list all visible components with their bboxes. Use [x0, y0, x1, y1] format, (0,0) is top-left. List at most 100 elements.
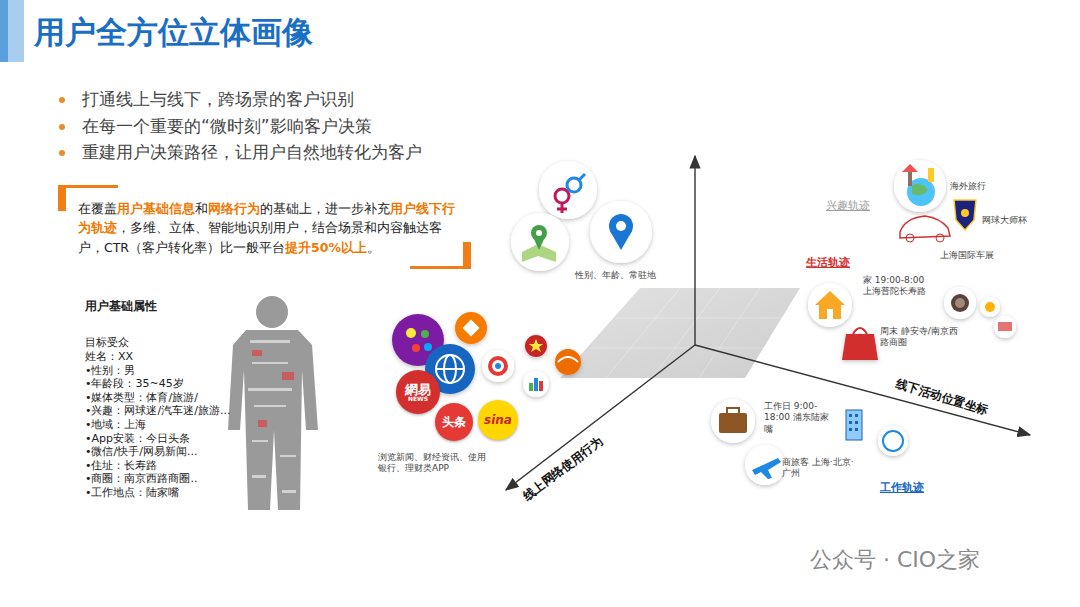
shape	[998, 322, 1012, 331]
shape	[567, 178, 581, 192]
watermark: 公众号 · CIO之家	[810, 546, 980, 574]
shape	[558, 357, 578, 362]
shape	[557, 208, 567, 211]
shape	[894, 160, 946, 212]
node-text: NEWS	[408, 396, 428, 402]
shape	[59, 150, 65, 156]
shape	[849, 414, 858, 431]
shape	[533, 237, 545, 250]
gender-symbol	[555, 174, 585, 213]
shape	[463, 242, 471, 269]
label: •微信/快手/网易新闻...	[85, 445, 197, 459]
shape	[855, 414, 858, 417]
node-text: 和	[195, 201, 208, 216]
shape	[463, 320, 480, 337]
shape	[616, 221, 626, 231]
label: 家 19:00-8:00 上海普陀长寿路	[863, 275, 935, 298]
shape	[282, 490, 296, 493]
shape	[855, 421, 858, 424]
shape	[849, 421, 852, 424]
label: •商圈：南京西路商圈..	[85, 472, 197, 486]
shape	[808, 283, 852, 327]
label: 目标受众	[85, 336, 129, 350]
shape	[954, 200, 976, 230]
shape	[961, 209, 969, 217]
shape	[410, 266, 471, 269]
shape	[590, 348, 764, 349]
shape	[727, 408, 739, 414]
shape	[254, 405, 286, 407]
shape	[529, 383, 533, 391]
label: 生活轨迹	[806, 256, 850, 270]
label: 商旅客 上海·北京·广州	[782, 457, 862, 480]
label: 网球大师杯	[982, 215, 1027, 226]
label: 用户基础属性	[85, 299, 157, 314]
shape	[228, 330, 318, 510]
shape	[511, 213, 569, 271]
shape	[256, 296, 288, 328]
label: 工作轨迹	[880, 481, 924, 495]
shape	[252, 475, 266, 478]
shape	[699, 288, 760, 378]
shape	[849, 428, 852, 431]
shape	[252, 440, 268, 442]
shape	[506, 345, 695, 490]
shape	[994, 316, 1016, 338]
shape	[555, 349, 581, 375]
shape	[0, 0, 24, 62]
label: 兴趣轨迹	[826, 199, 870, 213]
profile-icons	[511, 161, 652, 271]
shape	[928, 168, 934, 182]
shape	[878, 426, 908, 456]
shape	[455, 312, 487, 344]
node-text: 。	[367, 240, 380, 255]
shape	[534, 378, 538, 391]
bullet-text: 在每一个重要的“微时刻”影响客户决策	[82, 116, 372, 137]
app-circle: 头条	[435, 403, 473, 441]
app-circle: sina	[478, 400, 518, 440]
shape	[855, 428, 858, 431]
shape	[248, 340, 296, 493]
map-symbol	[522, 225, 556, 262]
shape	[579, 174, 585, 180]
shape	[719, 413, 747, 433]
shape	[536, 230, 542, 236]
node-text: 網易	[405, 383, 431, 396]
title-bar	[0, 0, 24, 62]
shape	[853, 328, 867, 334]
shape	[436, 368, 464, 370]
shape	[525, 335, 547, 357]
node-text: 用户基础信息	[117, 201, 195, 216]
shape	[250, 340, 290, 343]
shape	[280, 455, 296, 457]
label: •App安装：今日头条	[85, 432, 190, 446]
shape	[819, 304, 841, 319]
shape	[590, 288, 782, 378]
title: 用户全方位立体画像	[34, 13, 313, 52]
work-icons	[711, 399, 908, 485]
node-text: sina	[484, 413, 512, 427]
shape	[912, 184, 928, 196]
shape	[539, 381, 543, 391]
axes	[506, 156, 1030, 490]
shape	[955, 298, 965, 308]
shape	[406, 328, 416, 338]
shape	[436, 355, 464, 383]
label: 浏览新闻、财经资讯、使用银行、理财类APP	[378, 452, 490, 475]
node-text: 网络行为	[208, 201, 260, 216]
shape	[495, 363, 501, 369]
shape	[424, 343, 432, 351]
shape	[980, 297, 1000, 317]
node-text: 的基础上，进一步补充	[260, 201, 390, 216]
person-figure	[228, 296, 318, 510]
location-pin	[609, 214, 633, 250]
callout-brackets	[58, 185, 471, 269]
node-text: 头条	[442, 414, 466, 431]
shape	[252, 350, 262, 356]
callout-box: 在覆盖用户基础信息和网络行为的基础上，进一步补充用户线下行为轨迹，多维、立体、智…	[72, 195, 462, 261]
label: •地域：上海	[85, 418, 147, 432]
shape	[610, 231, 632, 250]
shape	[951, 294, 969, 312]
label: 姓名：XX	[85, 350, 133, 364]
app-circle: 網易NEWS	[396, 370, 440, 414]
